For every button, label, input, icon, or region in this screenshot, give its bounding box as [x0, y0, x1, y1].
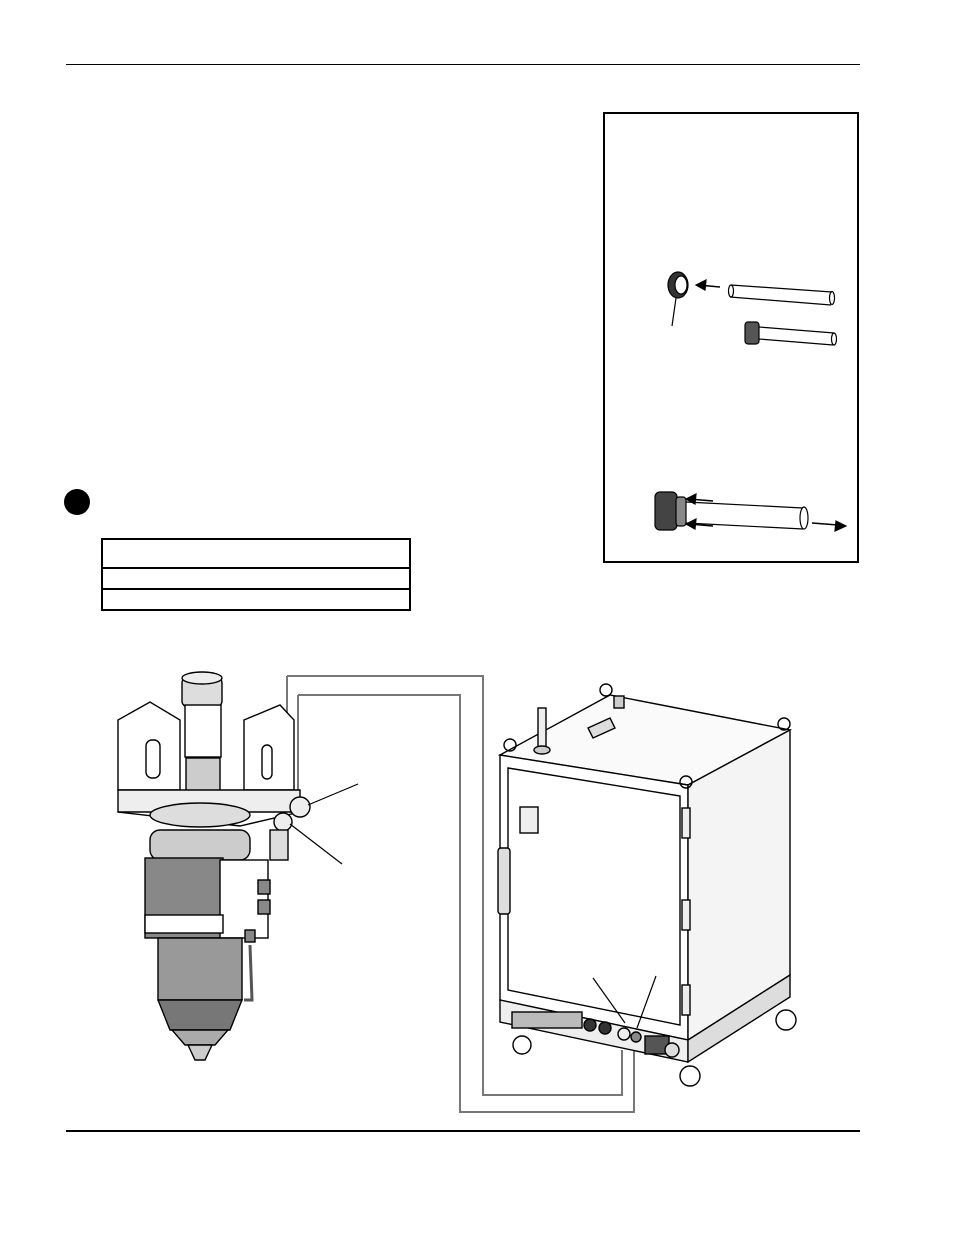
table-cell: [101, 588, 411, 611]
table-row: [101, 538, 411, 569]
ring-nut: [667, 271, 689, 327]
inset-fitting-illustration: [654, 271, 848, 532]
spec-table: [101, 538, 411, 611]
table-cell: [101, 538, 411, 569]
header-rule: [66, 64, 860, 65]
table-row: [101, 588, 411, 611]
tube-with-fitting: [744, 321, 838, 346]
table-row: [101, 567, 411, 590]
inset-figure-frame: [603, 112, 859, 563]
cutting-head-illustration: [117, 671, 311, 1061]
ring-nut-callout-line: [671, 297, 677, 327]
footer-rule: [66, 1130, 860, 1132]
step-bullet: [64, 489, 90, 515]
table-cell: [101, 567, 411, 590]
tube-upper: [727, 284, 836, 306]
cabinet-callouts: [592, 975, 657, 1029]
tube-release-assembly: [654, 491, 848, 532]
chiller-cabinet-illustration: [497, 683, 797, 1087]
insert-arrow: [694, 278, 721, 291]
cutting-head-callouts: [289, 783, 359, 865]
